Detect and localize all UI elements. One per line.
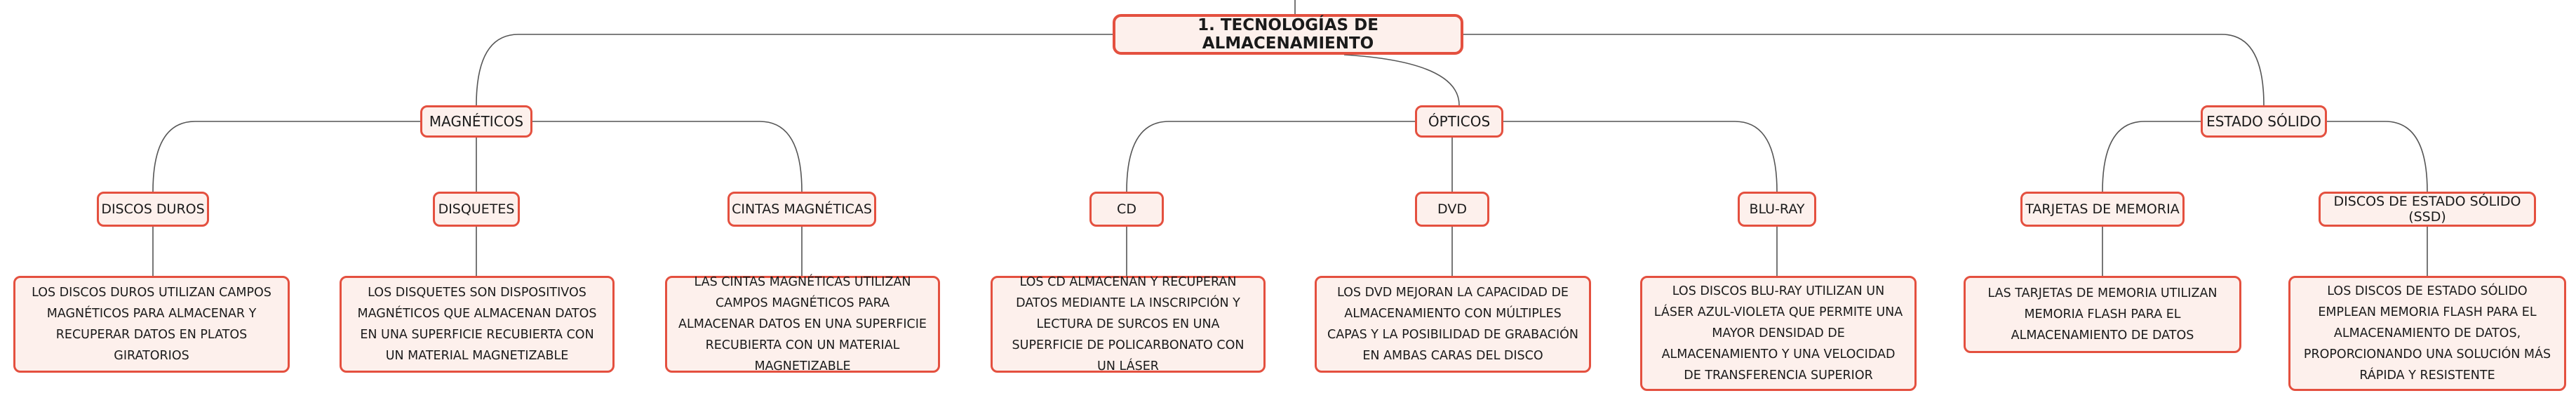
connector-root-estado-solido (1463, 34, 2265, 106)
category-label: ÓPTICOS (1428, 113, 1491, 130)
item-discos-de-estado-solido[interactable]: DISCOS DE ESTADO SÓLIDO (SSD) (2319, 192, 2536, 227)
description-discos-duros: LOS DISCOS DUROS UTILIZAN CAMPOS MAGNÉTI… (13, 276, 290, 373)
description-text: LAS TARJETAS DE MEMORIA UTILIZAN MEMORIA… (1987, 286, 2218, 343)
root-topic-label: 1. TECNOLOGÍAS DE ALMACENAMIENTO (1198, 16, 1378, 53)
category-opticos[interactable]: ÓPTICOS (1415, 105, 1503, 138)
description-text: LOS CD ALMACENAN Y RECUPERAN DATOS MEDIA… (1012, 275, 1245, 373)
description-dvd: LOS DVD MEJORAN LA CAPACIDAD DE ALMACENA… (1315, 276, 1591, 373)
description-text: LOS DISCOS BLU-RAY UTILIZAN UN LÁSER AZU… (1653, 284, 1903, 383)
item-cd[interactable]: CD (1089, 192, 1164, 227)
category-magneticos[interactable]: MAGNÉTICOS (420, 105, 532, 138)
item-cintas-magneticas[interactable]: CINTAS MAGNÉTICAS (727, 192, 876, 227)
connector-estado-solido-ssd (2327, 121, 2428, 192)
description-blu-ray: LOS DISCOS BLU-RAY UTILIZAN UN LÁSER AZU… (1640, 276, 1917, 391)
connector-root-magneticos (476, 34, 1113, 106)
description-text: LAS CINTAS MAGNÉTICAS UTILIZAN CAMPOS MA… (678, 275, 927, 373)
item-label: TARJETAS DE MEMORIA (2025, 201, 2180, 217)
description-text: LOS DISCOS DUROS UTILIZAN CAMPOS MAGNÉTI… (32, 286, 271, 363)
category-estado-solido[interactable]: ESTADO SÓLIDO (2201, 105, 2327, 138)
item-label: CINTAS MAGNÉTICAS (732, 201, 872, 217)
description-tarjetas-de-memoria: LAS TARJETAS DE MEMORIA UTILIZAN MEMORIA… (1964, 276, 2241, 353)
item-label: BLU-RAY (1749, 201, 1805, 217)
item-label: DISCOS DE ESTADO SÓLIDO (SSD) (2333, 194, 2521, 225)
category-label: ESTADO SÓLIDO (2206, 113, 2321, 130)
connector-estado-solido-tarjetas (2102, 121, 2201, 192)
item-disquetes[interactable]: DISQUETES (433, 192, 520, 227)
root-topic[interactable]: 1. TECNOLOGÍAS DE ALMACENAMIENTO (1113, 14, 1463, 55)
connector-magneticos-discos-duros (152, 121, 420, 192)
category-label: MAGNÉTICOS (429, 113, 524, 130)
description-discos-de-estado-solido: LOS DISCOS DE ESTADO SÓLIDO EMPLEAN MEMO… (2288, 276, 2566, 391)
connector-opticos-cd (1126, 121, 1415, 192)
item-discos-duros[interactable]: DISCOS DUROS (97, 192, 209, 227)
description-text: LOS DVD MEJORAN LA CAPACIDAD DE ALMACENA… (1327, 286, 1579, 363)
item-label: DVD (1437, 201, 1467, 217)
item-label: DISCOS DUROS (101, 201, 205, 217)
item-tarjetas-de-memoria[interactable]: TARJETAS DE MEMORIA (2020, 192, 2185, 227)
connector-root-opticos (1343, 54, 1460, 106)
description-disquetes: LOS DISQUETES SON DISPOSITIVOS MAGNÉTICO… (340, 276, 615, 373)
description-text: LOS DISQUETES SON DISPOSITIVOS MAGNÉTICO… (357, 286, 597, 363)
connector-magneticos-cintas (532, 121, 803, 192)
description-cintas-magneticas: LAS CINTAS MAGNÉTICAS UTILIZAN CAMPOS MA… (665, 275, 940, 373)
connector-opticos-blu-ray (1503, 121, 1778, 192)
item-label: CD (1117, 201, 1136, 217)
description-text: LOS DISCOS DE ESTADO SÓLIDO EMPLEAN MEMO… (2303, 284, 2551, 383)
item-dvd[interactable]: DVD (1415, 192, 1489, 227)
item-label: DISQUETES (438, 201, 515, 217)
item-blu-ray[interactable]: BLU-RAY (1738, 192, 1816, 227)
description-cd: LOS CD ALMACENAN Y RECUPERAN DATOS MEDIA… (991, 275, 1266, 373)
